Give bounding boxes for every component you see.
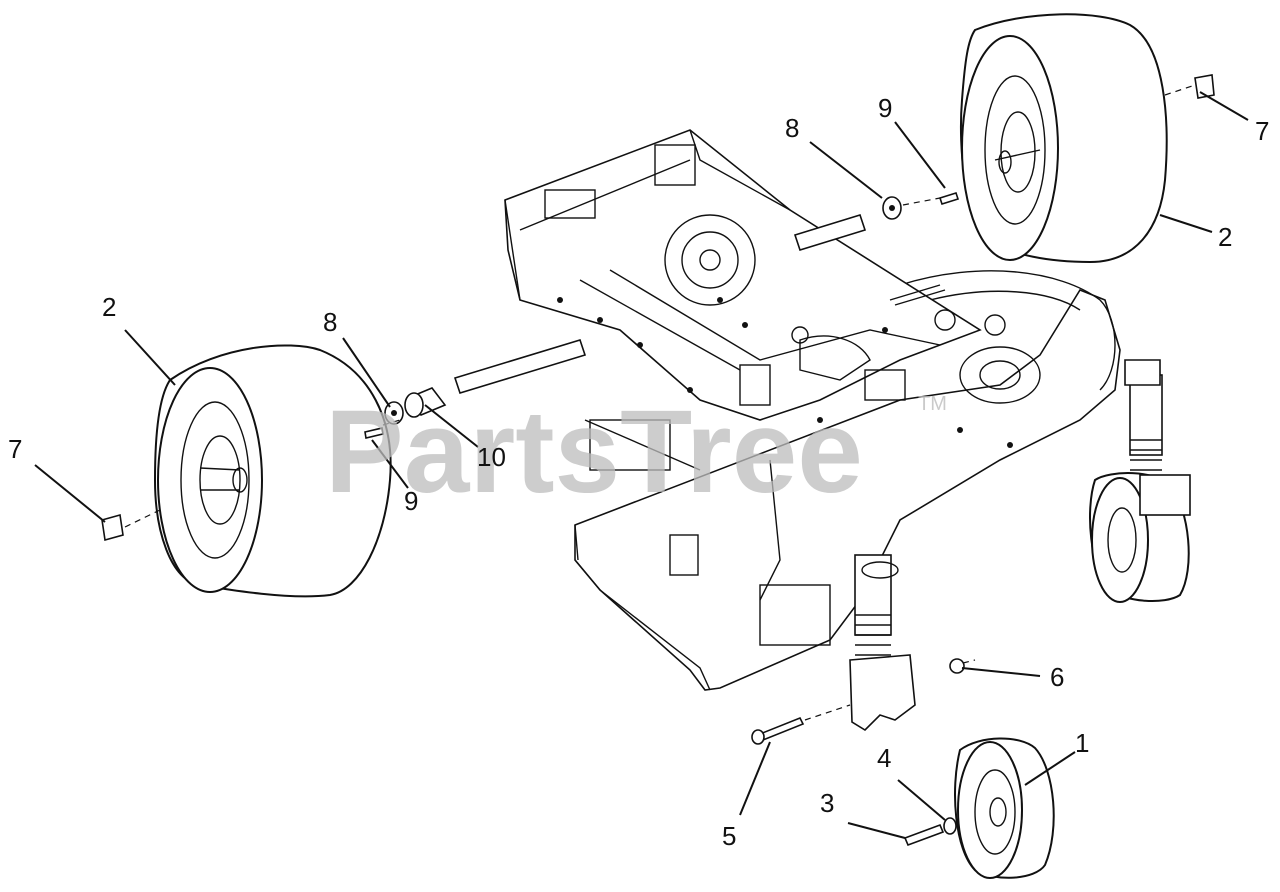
callout-labels: 1 2 2 3 4 5 6 7 7 8 8 9 9 10 — [8, 93, 1269, 851]
callout-1: 1 — [1075, 728, 1089, 758]
callout-2-left: 2 — [102, 292, 116, 322]
clip-part-left — [101, 513, 124, 542]
callout-9-right: 9 — [878, 93, 892, 123]
right-caster-assembly — [1089, 359, 1191, 603]
spacer-part — [404, 387, 447, 418]
clip-part-right — [1194, 74, 1215, 99]
callout-4: 4 — [877, 743, 891, 773]
mower-deck-assembly — [504, 129, 1121, 691]
nut-part — [949, 658, 965, 674]
left-rear-wheel — [153, 344, 392, 598]
callout-8-right: 8 — [785, 113, 799, 143]
callout-7-left: 7 — [8, 434, 22, 464]
sleeve-part — [943, 817, 957, 835]
callout-7-right: 7 — [1255, 116, 1269, 146]
front-caster-yoke — [849, 554, 916, 732]
bolt-part — [758, 716, 805, 742]
callout-2-right: 2 — [1218, 222, 1232, 252]
assembly-guide-lines — [124, 84, 1196, 721]
callout-6: 6 — [1050, 662, 1064, 692]
callout-8-left: 8 — [323, 307, 337, 337]
front-caster-wheel — [954, 737, 1055, 879]
right-rear-wheel — [959, 13, 1168, 264]
callout-9-left: 9 — [404, 486, 418, 516]
callout-3: 3 — [820, 788, 834, 818]
callout-5: 5 — [722, 821, 736, 851]
rear-axle — [453, 214, 867, 394]
callout-10: 10 — [477, 442, 506, 472]
axle-bolt-part — [903, 823, 945, 847]
pin-part-left — [364, 427, 384, 439]
watermark-text: PartsTree — [325, 386, 863, 518]
watermark-trademark: TM — [918, 393, 947, 415]
leader-lines — [34, 91, 1249, 839]
pin-part-right — [938, 192, 960, 205]
